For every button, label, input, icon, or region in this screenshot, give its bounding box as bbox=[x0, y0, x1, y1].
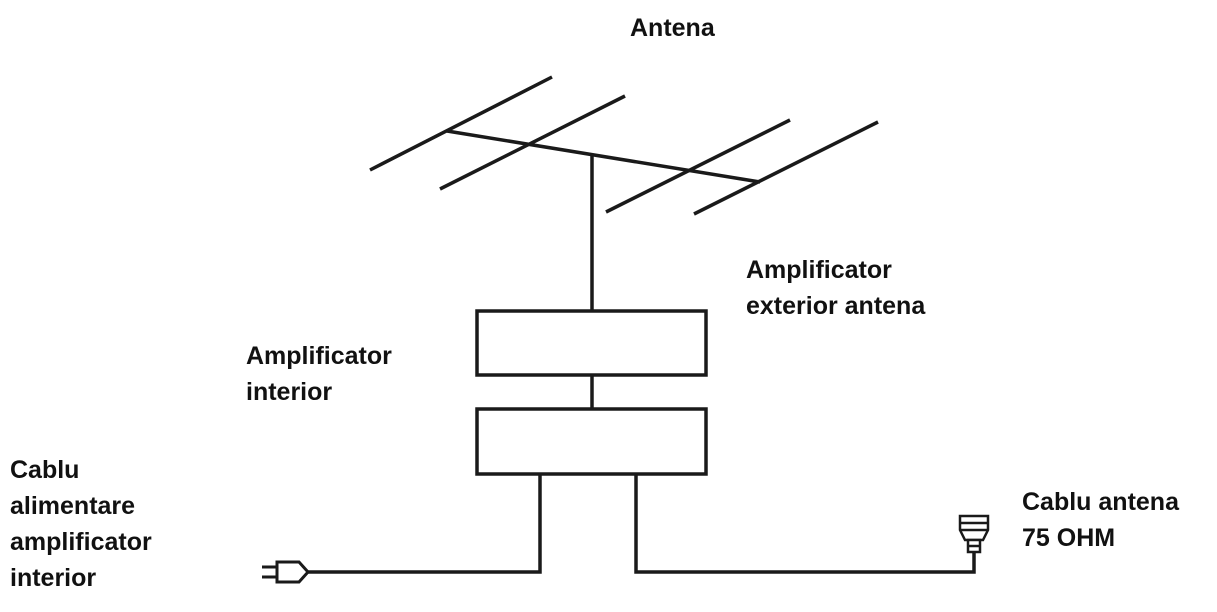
antenna-cable-label-line-1: Cablu antena bbox=[1022, 488, 1179, 516]
power-cable-label-line-1: Cablu bbox=[10, 456, 80, 484]
exterior-amplifier-box bbox=[475, 309, 708, 377]
interior-amplifier-label-line-2: interior bbox=[246, 378, 333, 406]
antenna-element-1 bbox=[369, 75, 553, 172]
antenna-label: Antena bbox=[630, 10, 715, 46]
antenna-element-2 bbox=[439, 94, 626, 191]
antenna-boom bbox=[446, 129, 761, 184]
power-cable-label-line-3: amplificator bbox=[10, 528, 152, 556]
antenna-cable-label-line-2: 75 OHM bbox=[1022, 524, 1116, 552]
power-plug-icon bbox=[262, 560, 311, 584]
antenna-cable-line bbox=[634, 474, 976, 574]
coax-connector-icon bbox=[958, 514, 990, 554]
power-cable-label-line-4: interior bbox=[10, 564, 97, 592]
interior-amplifier-label: Amplificator interior bbox=[246, 338, 392, 410]
exterior-amplifier-label-line-2: exterior antena bbox=[746, 292, 926, 320]
antenna-element-4 bbox=[693, 120, 879, 216]
exterior-amplifier-label-line-1: Amplificator bbox=[746, 256, 892, 284]
interior-amplifier-box bbox=[475, 407, 708, 476]
antenna-label-text: Antena bbox=[630, 14, 715, 42]
power-cable-label-line-2: alimentare bbox=[10, 492, 136, 520]
antenna-element-3 bbox=[605, 118, 791, 214]
power-cable-line bbox=[308, 474, 542, 574]
exterior-amplifier-label: Amplificator exterior antena bbox=[746, 252, 925, 324]
antenna-cable-label: Cablu antena 75 OHM bbox=[1022, 484, 1179, 556]
power-cable-label: Cablu alimentare amplificator interior bbox=[10, 452, 152, 596]
interior-amplifier-label-line-1: Amplificator bbox=[246, 342, 392, 370]
